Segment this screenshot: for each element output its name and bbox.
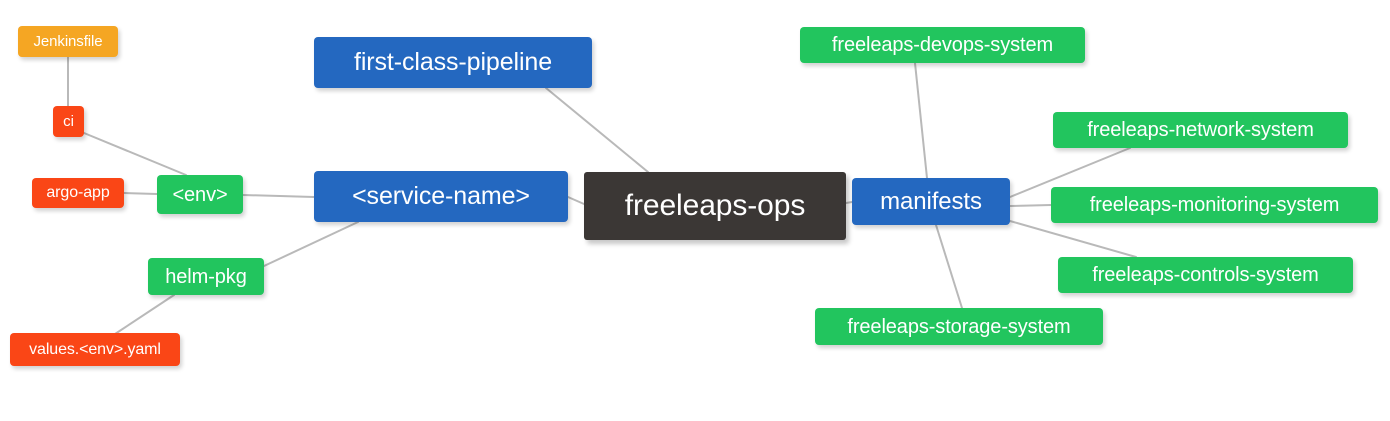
- mindmap-node-service-name[interactable]: <service-name>: [314, 171, 568, 222]
- mindmap-node-helm-pkg[interactable]: helm-pkg: [148, 258, 264, 295]
- edge-freeleaps-ops-to-first-class-pipeline: [545, 87, 649, 173]
- mindmap-node-values-yaml[interactable]: values.<env>.yaml: [10, 333, 180, 366]
- mindmap-node-env[interactable]: <env>: [157, 175, 243, 214]
- edge-env-to-argo-app: [123, 192, 158, 195]
- edge-manifests-to-freeleaps-storage-system: [935, 224, 963, 309]
- mindmap-node-freeleaps-monitoring-system[interactable]: freeleaps-monitoring-system: [1051, 187, 1378, 223]
- edge-helm-pkg-to-values-yaml: [114, 294, 175, 335]
- mindmap-node-manifests[interactable]: manifests: [852, 178, 1010, 225]
- mindmap-node-jenkinsfile[interactable]: Jenkinsfile: [18, 26, 118, 57]
- mindmap-node-freeleaps-storage-system[interactable]: freeleaps-storage-system: [815, 308, 1103, 345]
- mindmap-node-freeleaps-controls-system[interactable]: freeleaps-controls-system: [1058, 257, 1353, 293]
- mindmap-node-freeleaps-devops-system[interactable]: freeleaps-devops-system: [800, 27, 1085, 63]
- edge-manifests-to-freeleaps-monitoring-system: [1009, 204, 1052, 207]
- edge-manifests-to-freeleaps-controls-system: [1009, 220, 1137, 258]
- mindmap-node-argo-app[interactable]: argo-app: [32, 178, 124, 208]
- edge-freeleaps-ops-to-service-name: [567, 196, 585, 205]
- mindmap-node-freeleaps-network-system[interactable]: freeleaps-network-system: [1053, 112, 1348, 148]
- mindmap-node-freeleaps-ops[interactable]: freeleaps-ops: [584, 172, 846, 240]
- edge-manifests-to-freeleaps-devops-system: [914, 62, 928, 179]
- edge-env-to-ci: [83, 132, 187, 176]
- edge-service-name-to-helm-pkg: [263, 221, 359, 267]
- mindmap-node-first-class-pipeline[interactable]: first-class-pipeline: [314, 37, 592, 88]
- mindmap-node-ci[interactable]: ci: [53, 106, 84, 137]
- edge-service-name-to-env: [242, 194, 315, 198]
